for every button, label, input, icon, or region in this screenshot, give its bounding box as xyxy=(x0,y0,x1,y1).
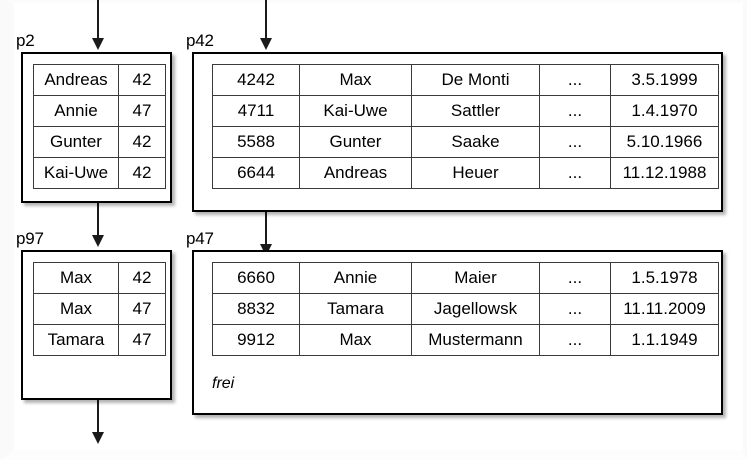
cell-date: 5.10.1966 xyxy=(610,126,719,158)
table-row[interactable]: 8832 Tamara Jagellowsk ... 11.11.2009 xyxy=(212,293,719,325)
table-row[interactable]: Andreas 42 xyxy=(33,64,166,96)
table-row[interactable]: Max 47 xyxy=(33,293,166,325)
table-row[interactable]: 6644 Andreas Heuer ... 11.12.1988 xyxy=(212,157,719,189)
cell-id: 9912 xyxy=(212,324,300,356)
page-box-p47[interactable]: 6660 Annie Maier ... 1.5.1978 8832 Tamar… xyxy=(192,250,723,415)
free-space-label: frei xyxy=(212,375,235,392)
cell-key: Gunter xyxy=(33,126,119,158)
cell-date: 11.12.1988 xyxy=(610,157,719,189)
page-label-p42: p42 xyxy=(186,31,214,50)
cell-date: 11.11.2009 xyxy=(610,293,719,325)
cell-id: 5588 xyxy=(212,126,300,158)
cell-firstname: Max xyxy=(299,324,412,356)
table-row[interactable]: 4711 Kai-Uwe Sattler ... 1.4.1970 xyxy=(212,95,719,127)
page-box-p2[interactable]: Andreas 42 Annie 47 Gunter 42 Kai-Uwe 42 xyxy=(21,52,172,203)
cell-pointer: 47 xyxy=(118,293,166,325)
cell-firstname: Max xyxy=(299,64,412,96)
page-box-p97[interactable]: Max 42 Max 47 Tamara 47 xyxy=(21,250,172,400)
index-table-p97: Max 42 Max 47 Tamara 47 xyxy=(33,262,166,356)
table-row[interactable]: 4242 Max De Monti ... 3.5.1999 xyxy=(212,64,719,96)
arrow-into-p42 xyxy=(260,0,272,50)
cell-date: 1.5.1978 xyxy=(610,262,719,294)
table-row[interactable]: Gunter 42 xyxy=(33,126,166,158)
cell-pointer: 42 xyxy=(118,64,166,96)
page-label-p2: p2 xyxy=(16,31,35,50)
cell-lastname: De Monti xyxy=(411,64,540,96)
cell-ellipsis: ... xyxy=(539,126,611,158)
cell-firstname: Gunter xyxy=(299,126,412,158)
cell-id: 4242 xyxy=(212,64,300,96)
cell-pointer: 42 xyxy=(118,262,166,294)
cell-lastname: Saake xyxy=(411,126,540,158)
table-row[interactable]: 9912 Max Mustermann ... 1.1.1949 xyxy=(212,324,719,356)
page-box-p42[interactable]: 4242 Max De Monti ... 3.5.1999 4711 Kai-… xyxy=(192,52,723,212)
table-row[interactable]: Max 42 xyxy=(33,262,166,294)
cell-lastname: Heuer xyxy=(411,157,540,189)
cell-firstname: Kai-Uwe xyxy=(299,95,412,127)
cell-ellipsis: ... xyxy=(539,64,611,96)
cell-pointer: 47 xyxy=(118,95,166,127)
cell-key: Max xyxy=(33,262,119,294)
cell-ellipsis: ... xyxy=(539,293,611,325)
cell-id: 6644 xyxy=(212,157,300,189)
cell-lastname: Sattler xyxy=(411,95,540,127)
cell-ellipsis: ... xyxy=(539,262,611,294)
cell-date: 1.1.1949 xyxy=(610,324,719,356)
cell-lastname: Jagellowsk xyxy=(411,293,540,325)
cell-pointer: 42 xyxy=(118,157,166,189)
arrow-into-p2 xyxy=(92,0,104,50)
cell-firstname: Andreas xyxy=(299,157,412,189)
cell-id: 4711 xyxy=(212,95,300,127)
data-table-p42: 4242 Max De Monti ... 3.5.1999 4711 Kai-… xyxy=(212,64,719,189)
cell-firstname: Annie xyxy=(299,262,412,294)
cell-key: Max xyxy=(33,293,119,325)
table-row[interactable]: 5588 Gunter Saake ... 5.10.1966 xyxy=(212,126,719,158)
cell-key: Kai-Uwe xyxy=(33,157,119,189)
cell-date: 1.4.1970 xyxy=(610,95,719,127)
cell-ellipsis: ... xyxy=(539,157,611,189)
cell-key: Annie xyxy=(33,95,119,127)
table-row[interactable]: Kai-Uwe 42 xyxy=(33,157,166,189)
cell-id: 8832 xyxy=(212,293,300,325)
cell-firstname: Tamara xyxy=(299,293,412,325)
table-row[interactable]: Annie 47 xyxy=(33,95,166,127)
cell-date: 3.5.1999 xyxy=(610,64,719,96)
cell-key: Tamara xyxy=(33,324,119,356)
cell-id: 6660 xyxy=(212,262,300,294)
table-row[interactable]: 6660 Annie Maier ... 1.5.1978 xyxy=(212,262,719,294)
data-table-p47: 6660 Annie Maier ... 1.5.1978 8832 Tamar… xyxy=(212,262,719,356)
cell-key: Andreas xyxy=(33,64,119,96)
cell-lastname: Mustermann xyxy=(411,324,540,356)
cell-pointer: 42 xyxy=(118,126,166,158)
table-row[interactable]: Tamara 47 xyxy=(33,324,166,356)
arrow-p2-to-p97 xyxy=(92,203,104,249)
page-label-p97: p97 xyxy=(16,229,44,248)
cell-ellipsis: ... xyxy=(539,324,611,356)
cell-lastname: Maier xyxy=(411,262,540,294)
index-table-p2: Andreas 42 Annie 47 Gunter 42 Kai-Uwe 42 xyxy=(33,64,166,189)
arrow-out-of-p97 xyxy=(92,400,104,446)
cell-ellipsis: ... xyxy=(539,95,611,127)
cell-pointer: 47 xyxy=(118,324,166,356)
page-label-p47: p47 xyxy=(186,229,214,248)
